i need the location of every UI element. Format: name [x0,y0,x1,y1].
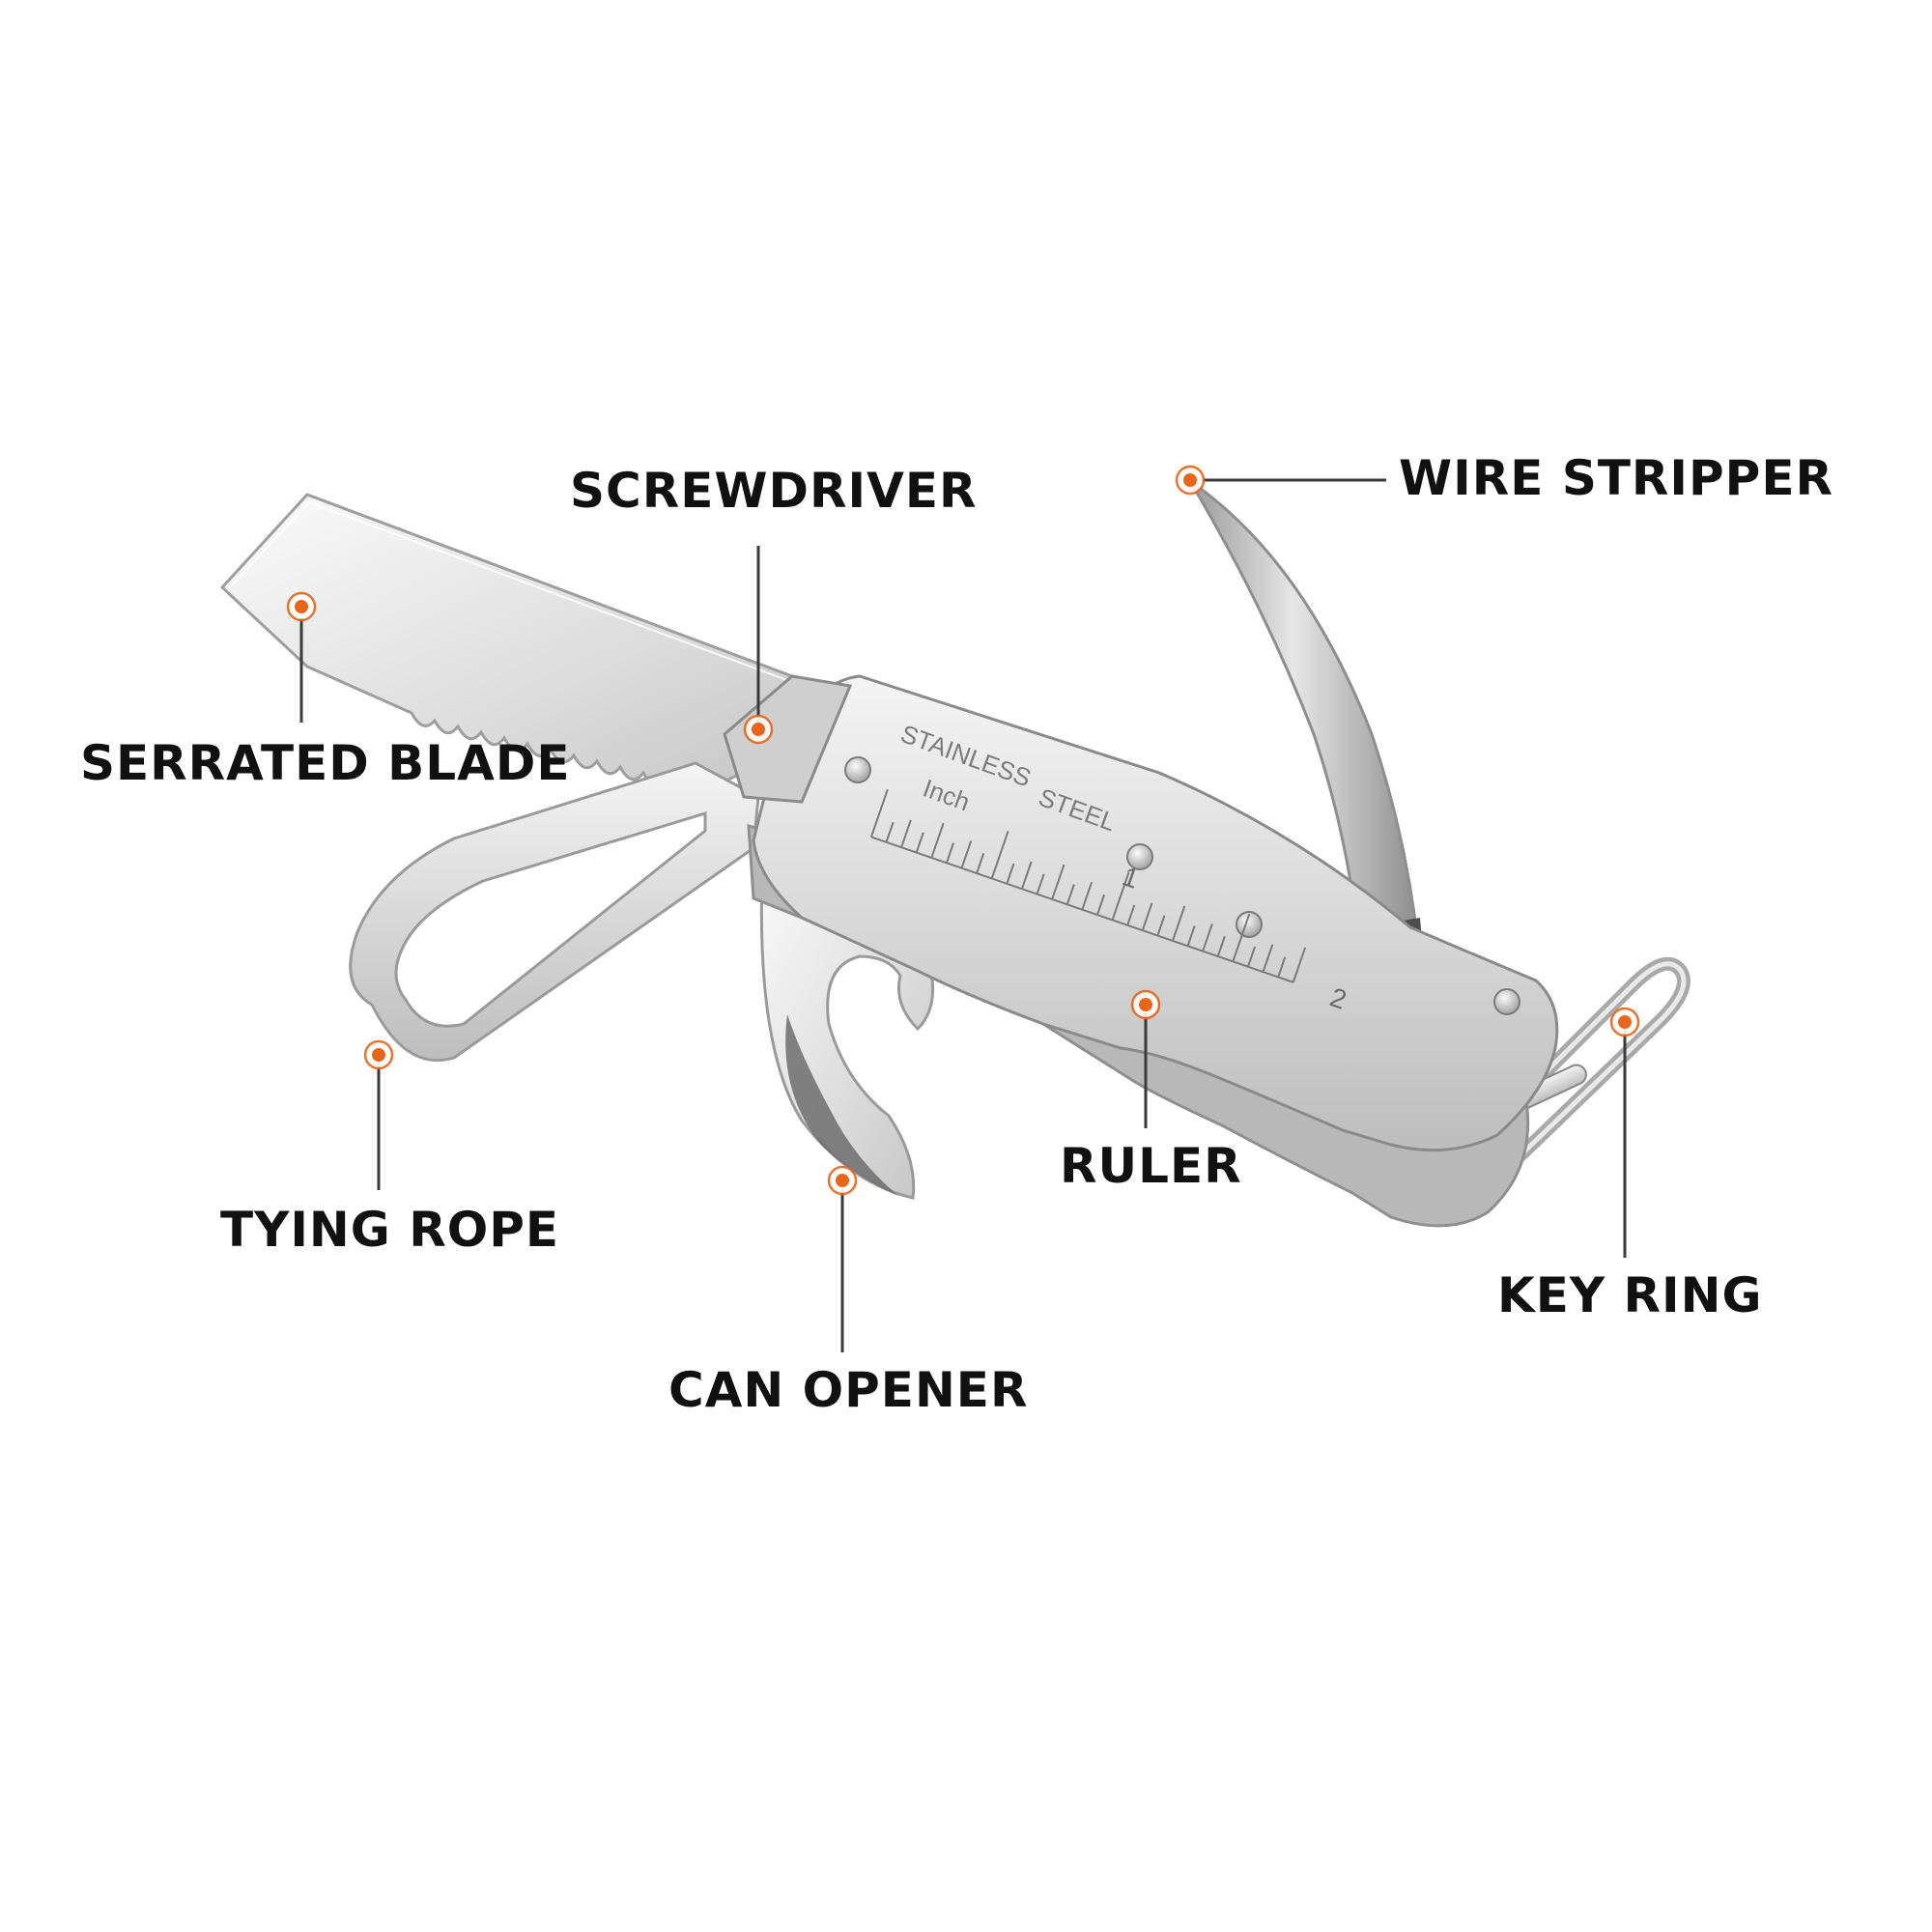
ruler-tick [945,842,955,864]
multitool-illustration: STAINLESS STEEL Inch 1 2 [219,479,1690,1228]
ruler-tick [1051,864,1065,900]
ruler-tick [1081,881,1094,910]
ruler-tick [869,788,889,838]
target-dot-icon [743,714,774,745]
label-tying-rope: TYING ROPE [220,1202,559,1258]
ruler-tick [1156,915,1166,936]
leader-lines [299,478,1627,1352]
target-dot-icon [363,1039,394,1070]
ruler-tick [900,819,912,848]
label-key-ring: KEY RING [1497,1267,1763,1323]
ruler-baseline [870,836,1294,983]
ruler-tick [915,832,924,853]
ruler-tick [1186,925,1196,947]
ruler-tick [1065,884,1075,905]
ruler-tick [1262,944,1274,973]
ruler-tick [1126,904,1136,926]
label-ruler: RULER [1060,1138,1242,1194]
ruler-tick [1171,905,1186,942]
handle-body: STAINLESS STEEL Inch 1 2 [723,674,1559,1228]
ruler-tick [1232,913,1251,962]
label-can-opener: CAN OPENER [668,1362,1028,1418]
ruler-tick [885,821,895,843]
target-dot-icon [1130,989,1161,1020]
ruler-scale [869,788,1307,983]
ruler-tick [1216,935,1226,957]
ruler-tick [990,830,1009,879]
ruler-tick [1111,871,1130,921]
labels: SERRATED BLADE SCREWDRIVER WIRE STRIPPER… [80,450,1833,1418]
label-screwdriver: SCREWDRIVER [570,463,977,519]
label-serrated-blade: SERRATED BLADE [80,735,570,791]
ruler-tick [930,822,945,859]
ruler-tick [1036,873,1045,895]
target-dot-icon [286,591,317,622]
target-dot-icon [827,1165,858,1196]
ruler-tick [1095,894,1106,916]
ruler-tick [1277,956,1287,978]
ruler-tick [1246,946,1257,968]
ruler-tick [1020,861,1033,890]
label-wire-stripper: WIRE STRIPPER [1399,450,1833,506]
ruler-tick [1006,863,1015,885]
target-dot-icon [1609,1007,1640,1037]
ruler-tick [960,840,973,869]
markers [286,465,1640,1196]
target-dot-icon [1175,465,1206,496]
ruler-tick [1202,923,1213,952]
ruler-tick [1141,902,1153,931]
ruler-tick [1292,947,1307,983]
ruler-tick [976,852,985,874]
tying-rope-part [349,761,760,1063]
